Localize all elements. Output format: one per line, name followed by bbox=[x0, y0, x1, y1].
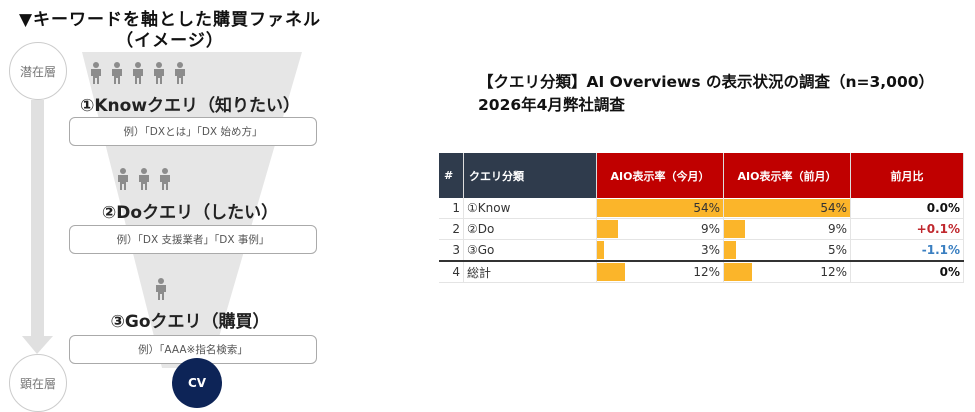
person-icon bbox=[152, 62, 166, 88]
row-current: 3% bbox=[596, 239, 724, 262]
previous-bar bbox=[724, 241, 736, 259]
people-row-know bbox=[89, 62, 187, 88]
previous-bar bbox=[724, 220, 745, 238]
person-icon bbox=[110, 62, 124, 88]
row-no: 1 bbox=[439, 198, 464, 219]
arrow-head bbox=[22, 336, 53, 354]
header-category: クエリ分類 bbox=[463, 153, 597, 198]
previous-bar bbox=[724, 199, 850, 217]
current-value: 3% bbox=[700, 243, 720, 257]
people-row-do bbox=[116, 168, 172, 194]
row-diff: 0.0% bbox=[850, 198, 964, 219]
row-previous: 5% bbox=[723, 239, 851, 262]
header-previous: AIO表示率（前月） bbox=[723, 153, 851, 198]
current-value: 54% bbox=[693, 201, 720, 215]
row-diff: +0.1% bbox=[850, 218, 964, 240]
row-previous: 12% bbox=[723, 260, 851, 283]
row-no: 2 bbox=[439, 218, 464, 240]
top-layer-circle: 潜在層 bbox=[9, 42, 67, 100]
person-icon bbox=[173, 62, 187, 88]
previous-value: 9% bbox=[827, 222, 847, 236]
header-current: AIO表示率（今月） bbox=[596, 153, 724, 198]
current-bar bbox=[597, 241, 604, 259]
row-diff: 0% bbox=[850, 260, 964, 283]
row-previous: 54% bbox=[723, 198, 851, 219]
stage-know-example: 例）「DXとは」「DX 始め方」 bbox=[69, 117, 317, 146]
current-value: 12% bbox=[693, 265, 720, 279]
row-no: 3 bbox=[439, 239, 464, 262]
person-icon bbox=[116, 168, 130, 194]
stage-do-label: ②Doクエリ（したい） bbox=[101, 203, 279, 223]
previous-value: 12% bbox=[820, 265, 847, 279]
person-icon bbox=[89, 62, 103, 88]
current-bar bbox=[597, 199, 723, 217]
header-no: # bbox=[439, 153, 464, 198]
current-bar bbox=[597, 263, 625, 281]
arrow-shaft bbox=[31, 100, 44, 338]
report-subtitle: 2026年4月弊社調査 bbox=[478, 96, 625, 114]
stage-know-label: ①Knowクエリ（知りたい） bbox=[79, 96, 301, 116]
person-icon bbox=[131, 62, 145, 88]
current-value: 9% bbox=[700, 222, 720, 236]
row-diff: -1.1% bbox=[850, 239, 964, 262]
person-icon bbox=[137, 168, 151, 194]
header-diff: 前月比 bbox=[850, 153, 964, 198]
row-no: 4 bbox=[439, 260, 464, 283]
row-current: 12% bbox=[596, 260, 724, 283]
previous-bar bbox=[724, 263, 752, 281]
previous-value: 5% bbox=[827, 243, 847, 257]
row-category: ①Know bbox=[463, 198, 597, 219]
stage-go-label: ③Goクエリ（購買） bbox=[110, 312, 270, 332]
person-icon bbox=[158, 168, 172, 194]
row-category: 総計 bbox=[463, 260, 597, 283]
previous-value: 54% bbox=[820, 201, 847, 215]
stage-do-example: 例）「DX 支援業者」「DX 事例」 bbox=[69, 225, 317, 254]
row-previous: 9% bbox=[723, 218, 851, 240]
people-row-go bbox=[154, 278, 168, 304]
cv-circle: CV bbox=[172, 358, 222, 408]
funnel-title: ▼キーワードを軸とした購買ファネル bbox=[18, 10, 322, 30]
report-title: 【クエリ分類】AI Overviews の表示状況の調査（n=3,000） bbox=[478, 73, 935, 91]
person-icon bbox=[154, 278, 168, 304]
bottom-layer-circle: 顕在層 bbox=[9, 354, 67, 412]
row-category: ②Do bbox=[463, 218, 597, 240]
row-category: ③Go bbox=[463, 239, 597, 262]
current-bar bbox=[597, 220, 618, 238]
funnel-subtitle: （イメージ） bbox=[116, 31, 224, 51]
row-current: 54% bbox=[596, 198, 724, 219]
row-current: 9% bbox=[596, 218, 724, 240]
table-header: # クエリ分類 AIO表示率（今月） AIO表示率（前月） 前月比 bbox=[439, 153, 964, 198]
